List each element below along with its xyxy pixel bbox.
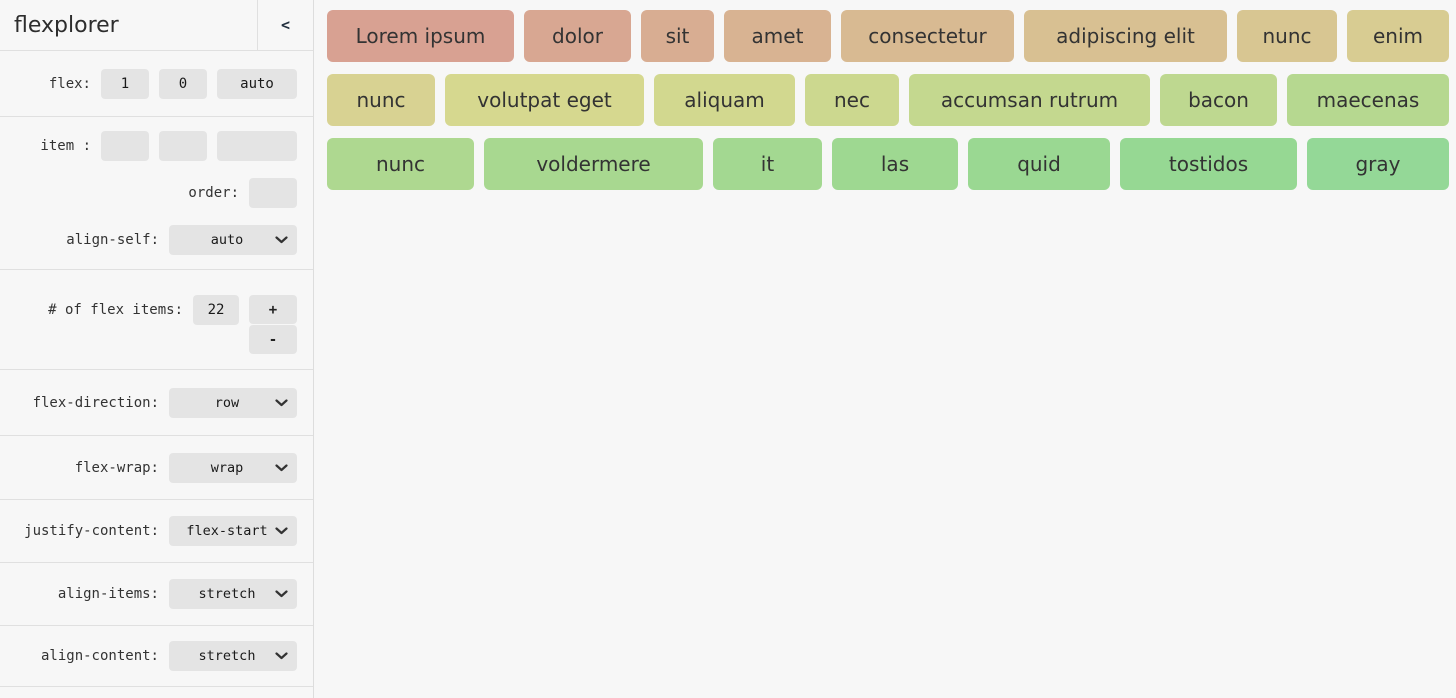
- sidebar: flexplorer < flex: item : order:: [0, 0, 314, 698]
- flex-item: tostidos: [1120, 138, 1297, 190]
- align-items-select[interactable]: stretch: [169, 579, 297, 609]
- flex-direction-select[interactable]: row: [169, 387, 297, 418]
- align-items-section: align-items: stretch: [0, 563, 313, 626]
- flex-item: it: [713, 138, 822, 190]
- flex-item: nunc: [1237, 10, 1337, 62]
- flex-direction-section: flex-direction: row: [0, 370, 313, 436]
- item-overrides-section: item : order: align-self: auto: [0, 117, 313, 270]
- align-items-label: align-items:: [57, 586, 159, 602]
- flex-item: gray: [1307, 138, 1449, 190]
- order-input[interactable]: [249, 178, 297, 208]
- remove-item-button[interactable]: -: [249, 325, 297, 354]
- item-count-input[interactable]: [193, 295, 239, 325]
- add-item-button[interactable]: +: [249, 295, 297, 324]
- align-content-label: align-content:: [40, 648, 159, 664]
- align-content-select[interactable]: stretch: [169, 641, 297, 671]
- order-label: order:: [188, 185, 239, 201]
- flex-item: consectetur: [841, 10, 1014, 62]
- justify-content-label: justify-content:: [24, 523, 159, 539]
- flex-direction-label: flex-direction:: [32, 394, 159, 411]
- flex-item: nunc: [327, 74, 435, 126]
- flex-item: aliquam: [654, 74, 795, 126]
- flex-item: bacon: [1160, 74, 1277, 126]
- flex-item: sit: [641, 10, 714, 62]
- flex-label: flex:: [48, 75, 91, 92]
- flex-item: nunc: [327, 138, 474, 190]
- flex-wrap-select[interactable]: wrap: [169, 452, 297, 483]
- flex-grow-input[interactable]: [101, 68, 149, 99]
- sidebar-header: flexplorer <: [0, 0, 313, 51]
- flex-item: dolor: [524, 10, 631, 62]
- flex-item: Lorem ipsum: [327, 10, 514, 62]
- flex-item: enim: [1347, 10, 1449, 62]
- item-count-label: # of flex items:: [48, 302, 183, 318]
- flex-shrink-input[interactable]: [159, 68, 207, 99]
- align-self-label: align-self:: [66, 232, 159, 248]
- align-content-section: align-content: stretch: [0, 626, 313, 687]
- flex-wrap-label: flex-wrap:: [74, 459, 159, 476]
- page-title: flexplorer: [14, 12, 119, 38]
- flex-item: adipiscing elit: [1024, 10, 1227, 62]
- item-label: item :: [40, 138, 91, 154]
- item-basis-input[interactable]: [217, 131, 297, 161]
- flex-item: accumsan rutrum: [909, 74, 1150, 126]
- collapse-sidebar-button[interactable]: <: [257, 0, 313, 50]
- flex-item: maecenas: [1287, 74, 1449, 126]
- flex-wrap-section: flex-wrap: wrap: [0, 436, 313, 500]
- justify-content-select[interactable]: flex-start: [169, 516, 297, 546]
- item-grow-input[interactable]: [101, 131, 149, 161]
- flex-item: voldermere: [484, 138, 703, 190]
- justify-content-section: justify-content: flex-start: [0, 500, 313, 563]
- flex-item: amet: [724, 10, 831, 62]
- item-count-section: # of flex items: + -: [0, 270, 313, 370]
- flex-item: las: [832, 138, 958, 190]
- flex-item: quid: [968, 138, 1110, 190]
- flex-basis-input[interactable]: [217, 68, 297, 99]
- align-self-select[interactable]: auto: [169, 225, 297, 255]
- flex-shorthand-section: flex:: [0, 51, 313, 117]
- item-shrink-input[interactable]: [159, 131, 207, 161]
- flex-item: nec: [805, 74, 899, 126]
- flex-item: volutpat eget: [445, 74, 644, 126]
